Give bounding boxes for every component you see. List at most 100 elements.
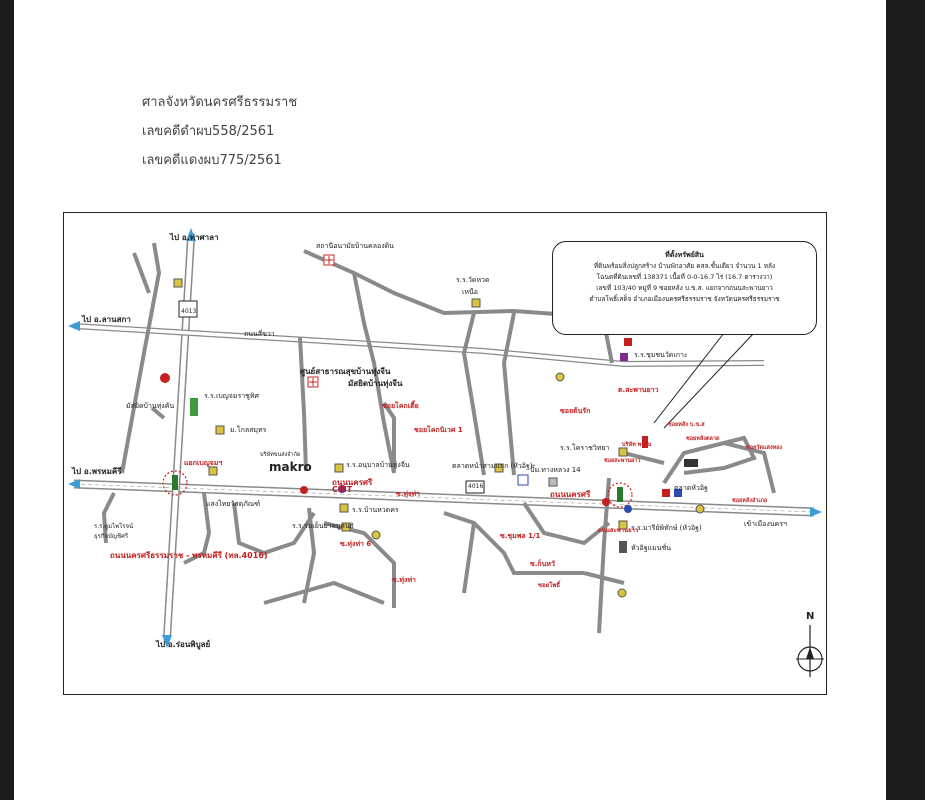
label-lotus: แสงไทยวัสดุภัณฑ์: [206, 500, 261, 508]
school-icon-west: [208, 466, 218, 476]
signal-west: [172, 475, 178, 490]
label-cpit: CPIT: [332, 485, 353, 494]
school-icon-center: [334, 463, 344, 473]
label-pp: บริษัท พรหม: [622, 442, 652, 448]
toyota-icon: [160, 373, 170, 383]
school-icon-top: [471, 298, 481, 308]
callout-line: [653, 332, 725, 424]
label-rd-4013: 4013: [181, 308, 197, 315]
arrow-west-upper: [68, 321, 80, 331]
market-icon: [494, 463, 504, 473]
cpit-icon: [338, 485, 346, 493]
label-bigc-note: บริษัทขนส่งจำกัด: [260, 452, 301, 458]
property-info-line4: ตำบลโพธิ์เสด็จ อำเภอเมืองนครศรีธรรมราช จ…: [589, 295, 780, 303]
label-to-city-road: ถนนนครศรีธรรมราช - พรหมคีรี (ทล.4016): [110, 551, 268, 560]
label-health-station: สถานีอนามัยบ้านคลองดิน: [316, 242, 394, 250]
label-thai-temple: ร.ร.ชุมชนวัดเกาะ: [634, 351, 688, 359]
label-soi-chumpol: ซ.ชุมพล 1/1: [500, 532, 541, 540]
shop-icon-3: [674, 489, 682, 497]
landmark-icons: [160, 254, 705, 598]
label-to-ron-phibun: ไป อ.ร่อนพิบูลย์: [156, 640, 211, 649]
label-to-lan-saka: ไป อ.ลานสกา: [82, 315, 131, 324]
school-icon-benjama: [190, 398, 198, 416]
north-arrow-icon: [796, 625, 824, 677]
label-sapan-yao-temple: ต.สะพานยาว: [618, 386, 659, 394]
road-arrows: [68, 228, 822, 648]
location-map: ที่ตั้งทรัพย์สิน ที่ดินพร้อมสิ่งปลูกสร้า…: [63, 212, 827, 695]
label-rdinfo1: ซอยหลัง บ.ข.ส: [668, 422, 705, 428]
label-soi-sa: ซอยสะพานยาว: [604, 458, 641, 464]
road-central: [101, 242, 776, 634]
label-soi-khok-tia: ซอยโคกเตี้ย: [382, 402, 419, 410]
north-letter: N: [806, 611, 815, 622]
label-thanon-sida: ถนนสี่ขวา: [244, 330, 275, 338]
label-soi-kio: ซ.ก็นหวั: [530, 560, 555, 568]
property-info-line2: โฉนดที่ดินเลขที่ 138371 เนื้อที่ 0-0-16.…: [596, 273, 773, 281]
label-school-mari: ร.ร.มารีย์พิทักษ์ (หัวอิฐ): [631, 524, 702, 532]
label-left-school2: ธุรกิจบัญชีศรี: [94, 533, 129, 540]
label-mosque-left: มัสยิดบ้านทุ่งคัน: [126, 402, 175, 410]
traffic-lights: [162, 470, 633, 508]
school-icon-tesco: [215, 425, 225, 435]
temple-icon-south: [617, 588, 627, 598]
bus-icon: [624, 338, 632, 346]
shop-icon-2: [662, 489, 670, 497]
label-soi-tungna: ซ.ทุ่งท่า: [396, 490, 420, 498]
callout-line-2: [663, 332, 755, 429]
property-marker: [642, 436, 648, 448]
label-hua-it-market: หัวอิฐแมนชั่น: [631, 544, 672, 552]
arrow-east-main: [810, 507, 822, 517]
temple-icon-sapan: [555, 372, 565, 382]
label-rdinfo2: ซอยหลังตลาด: [686, 436, 720, 442]
arrow-west-main: [68, 479, 80, 489]
label-rd-4016: 4016: [468, 483, 484, 490]
court-name: ศาลจังหวัดนครศรีธรรมราช: [142, 95, 298, 110]
label-to-tha-sala: ไป อ.ท่าศาลา: [170, 233, 219, 242]
bus-stop-icon: [684, 459, 698, 467]
label-soi-tung-tha2: ซ.ทุ่งท่า: [392, 576, 416, 584]
map-roads: [68, 228, 822, 648]
label-school-korat: ร.ร.โคราชวิทยา: [560, 444, 610, 452]
label-school-wat-huat: ร.ร.วัดหวด: [456, 276, 490, 284]
school-icon-rom: [341, 522, 351, 532]
label-thanon-nakhon: ถนนนครศรี: [332, 478, 373, 487]
temple-icon-east: [695, 504, 705, 514]
label-thanon-nakhon2: ถนนนครศรี: [550, 490, 591, 499]
traffic-light-east: [607, 482, 633, 508]
shield-4013: [178, 300, 198, 318]
label-school-boonchuay: ร.ร.อนุบาลบ้านทุ่งจีน: [346, 461, 410, 469]
label-to-phrom-khiri: ไป อ.พรหมคีรี: [72, 467, 122, 476]
label-market-huathanon: ตลาดหน้าสามแยก (หัวอิฐ): [452, 462, 533, 470]
property-info-line3: เลขที่ 103/40 หมู่ที่ 9 ซอยหลัง บ.ข.ส. แ…: [596, 284, 773, 292]
label-health-center: ศูนย์สาธารณสุขบ้านทุ่งจีน: [300, 367, 391, 376]
mansion-icon: [619, 541, 627, 553]
temple-icon-center: [371, 530, 381, 540]
arrow-south: [162, 635, 172, 648]
label-to-city: เข้าเมืองนครฯ: [744, 520, 787, 528]
arrow-north: [186, 228, 196, 241]
label-school-benjama: ร.ร.เบญจมราชูทิศ: [204, 392, 259, 400]
road-sida: [73, 323, 765, 368]
shield-4016: [465, 480, 485, 494]
label-left-school: ร.ร.ตูมไพโรจน์: [94, 523, 134, 530]
bank-icon: [548, 477, 558, 487]
label-soi-tungna6: ซ.ทุ่งท่า 6: [340, 540, 372, 548]
road-north-south-west: [163, 237, 195, 639]
school-icon-north: [173, 278, 183, 288]
red-case-number: เลขคดีแดงผบ775/2561: [142, 153, 282, 168]
label-soi-khok-kwao: ซอยโคกนิเวศ 1: [414, 426, 463, 434]
traffic-light-west: [162, 470, 188, 496]
black-case-number: เลขคดีดำผบ558/2561: [142, 124, 275, 139]
property-info-title: ที่ตั้งทรัพย์สิน: [665, 251, 704, 259]
property-info-box: ที่ตั้งทรัพย์สิน ที่ดินพร้อมสิ่งปลูกสร้า…: [552, 241, 817, 335]
label-soi-ton-rak: ซอยต้นรัก: [560, 407, 591, 415]
label-north: เหนือ: [462, 288, 478, 296]
label-kl-market: ตลาดหัวอิฐ: [674, 484, 708, 492]
school-icon-korat: [618, 447, 628, 457]
label-tesco: ม.โกลสมุทร: [230, 426, 267, 434]
label-school-ban-huat: ร.ร.บ้านหวดคร: [352, 506, 399, 514]
gas-station-icon: [517, 474, 529, 486]
school-icon-huat: [339, 503, 349, 513]
label-rachadamnoen: แยกเบญจมฯ: [184, 459, 223, 467]
gas-icon-1: [300, 486, 308, 494]
